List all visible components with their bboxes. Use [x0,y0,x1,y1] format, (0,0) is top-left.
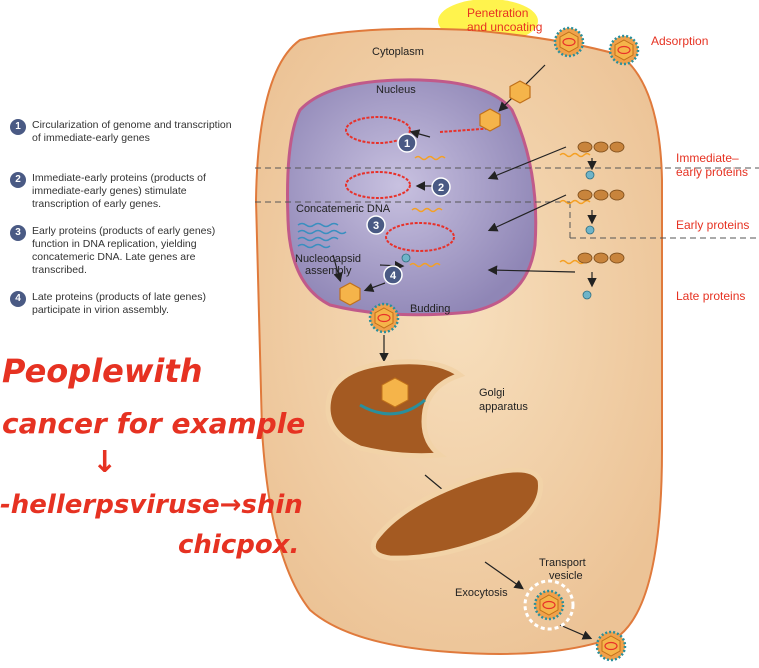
svg-text:2: 2 [438,182,444,194]
assembled-capsid [340,283,360,305]
penetrating-virion [555,28,583,56]
step-marker-4: 4 [384,266,402,284]
step-1-number: 1 [10,119,26,135]
penetration-label-1: Penetration [467,6,528,20]
step-3-number: 3 [10,225,26,241]
step-2-text: Immediate-early proteins (products of im… [32,172,240,211]
step-marker-1: 1 [398,134,416,152]
nucleocapsid-label-2: assembly [305,265,352,277]
penetration-label-2: and uncoating [467,20,542,34]
step-1-text: Circularization of genome and transcript… [32,119,240,145]
released-virion [597,632,625,660]
handwritten-note-line-1: Peoplewith [2,352,202,390]
entering-capsid [480,109,500,131]
protein-1 [586,171,594,179]
svg-text:4: 4 [390,270,397,282]
transport-vesicle-label-2: vesicle [549,570,583,582]
handwritten-note-line-4: chicpox. [178,530,299,560]
ribosome-row-1 [578,142,624,152]
step-3-text: Early proteins (products of early genes)… [32,225,240,277]
transport-vesicle-label-1: Transport [539,557,586,569]
uncoating-capsid [510,81,530,103]
step-2-number: 2 [10,172,26,188]
svg-text:1: 1 [404,138,410,150]
late-proteins-label: Late proteins [676,289,745,303]
transport-virion [535,591,563,619]
step-4: 4 Late proteins (products of late genes)… [10,291,240,317]
nucleocapsid-label-1: Nucleocapsid [295,253,361,265]
step-marker-2: 2 [432,178,450,196]
immediate-early-label-2: early proteins [676,165,748,179]
exocytosis-label: Exocytosis [455,587,508,599]
protein-3 [583,291,591,299]
adsorption-label: Adsorption [651,34,708,48]
handwritten-note-line-2: cancer for example [2,407,305,440]
step-2: 2 Immediate-early proteins (products of … [10,172,240,211]
adsorbing-virion [610,36,638,64]
step-marker-3: 3 [367,216,385,234]
budding-label: Budding [410,303,450,315]
protein-4 [402,254,410,262]
step-4-text: Late proteins (products of late genes) p… [32,291,240,317]
step-4-number: 4 [10,291,26,307]
nucleus-label: Nucleus [376,84,416,96]
step-3: 3 Early proteins (products of early gene… [10,225,240,277]
golgi-label-1: Golgi [479,387,505,399]
concatemeric-dna-label: Concatemeric DNA [296,203,391,215]
golgi-label-2: apparatus [479,401,528,413]
handwritten-note-line-3: -hellerpsviruse→shin [0,490,303,520]
svg-text:3: 3 [373,220,379,232]
golgi-capsid [382,378,408,407]
handwritten-note-arrow: ↓ [92,445,117,480]
early-proteins-label: Early proteins [676,218,749,232]
immediate-early-label-1: Immediate– [676,151,739,165]
ribosome-row-2 [578,190,624,200]
ribosome-row-3 [578,253,624,263]
cytoplasm-label: Cytoplasm [372,46,424,58]
step-1: 1 Circularization of genome and transcri… [10,119,240,145]
protein-2 [586,226,594,234]
budding-virion [370,304,398,332]
